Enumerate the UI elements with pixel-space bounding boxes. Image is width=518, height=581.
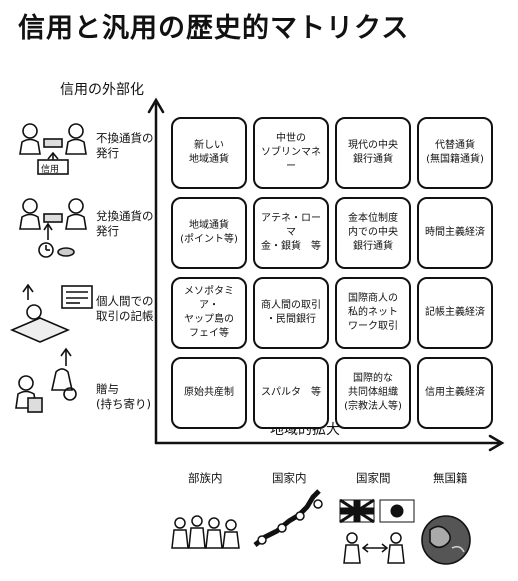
cell-r2-c1: 地域通貨 (ポイント等) — [171, 197, 247, 269]
cell-r1-c1: 新しい 地域通貨 — [171, 117, 247, 189]
japan-flag-icon — [379, 499, 415, 523]
scope-label-stateless: 無国籍 — [433, 471, 468, 485]
cell-r3-c2: 商人間の取引 ・民間銀行 — [253, 277, 329, 349]
cell-r1-c2: 中世の ソブリンマネー — [253, 117, 329, 189]
scope-label-international: 国家間 — [356, 471, 391, 485]
y-axis-label: 信用の外部化 — [60, 82, 144, 98]
cell-r2-c2: アテネ・ローマ 金・銀貨 等 — [253, 197, 329, 269]
cell-r3-c1: メソポタミア・ ヤップ島の フェイ等 — [171, 277, 247, 349]
page-title: 信用と汎用の歴史的マトリクス — [18, 13, 410, 44]
cell-r1-c4: 代替通貨 (無国籍通貨) — [417, 117, 493, 189]
tribe-people-icon — [171, 515, 240, 549]
cell-r2-c4: 時間主義経済 — [417, 197, 493, 269]
cell-r3-c3: 国際商人の 私的ネット ワーク取引 — [335, 277, 411, 349]
nations-exchange-icon — [343, 532, 405, 564]
cell-r2-c3: 金本位制度 内での中央 銀行通貨 — [335, 197, 411, 269]
row-label-fiat: 不換通貨の 発行 — [96, 131, 154, 160]
gift-potluck-icon — [15, 368, 77, 413]
paper-money-exchange-icon — [19, 123, 87, 175]
uk-flag-icon — [339, 498, 375, 524]
scope-label-tribe: 部族内 — [188, 471, 223, 485]
cell-r4-c4: 信用主義経済 — [417, 357, 493, 429]
cell-r4-c3: 国際的な 共同体組織 (宗教法人等) — [335, 357, 411, 429]
row-label-convertible: 兌換通貨の 発行 — [96, 209, 154, 238]
ledger-bookkeeping-icon — [9, 283, 93, 366]
row-label-gift: 贈与 (持ち寄り) — [96, 382, 151, 411]
scope-label-nation: 国家内 — [272, 471, 307, 485]
convertible-currency-icon — [19, 198, 87, 258]
japan-map-icon — [253, 489, 323, 547]
x-axis-arrowhead — [488, 434, 505, 452]
globe-icon — [421, 515, 471, 565]
cell-r4-c2: スパルタ 等 — [253, 357, 329, 429]
y-axis-arrowhead — [147, 97, 165, 114]
credit-note-label: 信用 — [41, 165, 60, 175]
row-label-ledger: 個人間での 取引の記帳 — [96, 294, 154, 323]
cell-r3-c4: 記帳主義経済 — [417, 277, 493, 349]
cell-r1-c3: 現代の中央 銀行通貨 — [335, 117, 411, 189]
cell-r4-c1: 原始共産制 — [171, 357, 247, 429]
